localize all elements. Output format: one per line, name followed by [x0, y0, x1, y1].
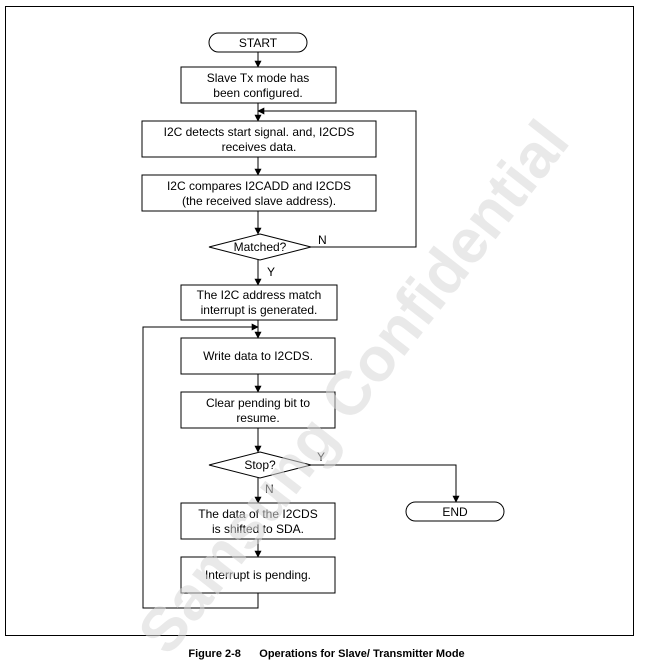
caption-title: Operations for Slave/ Transmitter Mode [259, 648, 465, 660]
loop-matched-no [257, 107, 417, 248]
matched-label: Matched? [234, 240, 287, 254]
matched-decision [208, 233, 312, 261]
slave-tx-line1: Slave Tx mode has [207, 71, 310, 85]
clear-line1: Clear pending bit to [206, 396, 310, 410]
pending-label: Interrupt is pending. [205, 568, 311, 582]
connector-stop-end [311, 464, 460, 503]
matched-yes-label: Y [267, 265, 275, 279]
end-label: END [442, 505, 468, 519]
clear-line2: resume. [236, 411, 279, 425]
slave-tx-line2: been configured. [213, 86, 302, 100]
compare-line2: (the received slave address). [182, 194, 336, 208]
compare-line1: I2C compares I2CADD and I2CDS [167, 179, 351, 193]
stop-decision [208, 451, 312, 479]
detect-line2: receives data. [222, 140, 297, 154]
matched-no-label: N [318, 233, 327, 247]
stop-no-label: N [265, 482, 274, 496]
figure-frame [5, 6, 634, 636]
match-int-line2: interrupt is generated. [201, 303, 318, 317]
start-label: START [239, 36, 278, 50]
loop-pending-write [142, 323, 259, 609]
shift-line2: is shifted to SDA. [212, 522, 304, 536]
stop-label: Stop? [244, 458, 276, 472]
write-label: Write data to I2CDS. [203, 349, 313, 363]
detect-line1: I2C detects start signal. and, I2CDS [164, 125, 355, 139]
match-int-line1: The I2C address match [197, 288, 322, 302]
stop-yes-label: Y [317, 450, 325, 464]
shift-line1: The data of the I2CDS [198, 507, 317, 521]
caption-figure-number: Figure 2-8 [188, 648, 241, 660]
figure-caption: Figure 2-8 Operations for Slave/ Transmi… [0, 648, 653, 660]
